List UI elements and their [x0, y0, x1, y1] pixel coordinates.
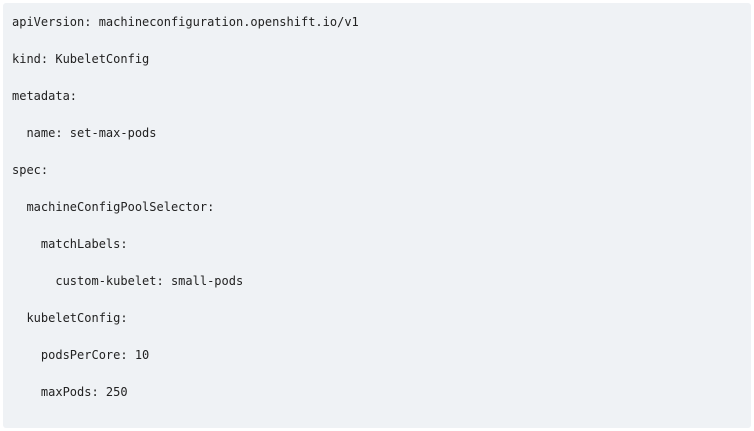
- code-line-kubelet-config: kubeletConfig:: [12, 311, 128, 325]
- code-line-kind: kind: KubeletConfig: [12, 52, 150, 66]
- code-block: apiVersion: machineconfiguration.openshi…: [3, 3, 751, 428]
- code-line-pods-per-core: podsPerCore: 10: [12, 348, 150, 362]
- code-line-machine-config-pool-selector: machineConfigPoolSelector:: [12, 200, 215, 214]
- code-line-api-version: apiVersion: machineconfiguration.openshi…: [12, 15, 359, 29]
- code-line-name: name: set-max-pods: [12, 126, 157, 140]
- code-line-custom-kubelet: custom-kubelet: small-pods: [12, 274, 244, 288]
- code-line-match-labels: matchLabels:: [12, 237, 128, 251]
- code-line-spec: spec:: [12, 163, 49, 177]
- code-line-metadata: metadata:: [12, 89, 78, 103]
- code-line-max-pods: maxPods: 250: [12, 385, 128, 399]
